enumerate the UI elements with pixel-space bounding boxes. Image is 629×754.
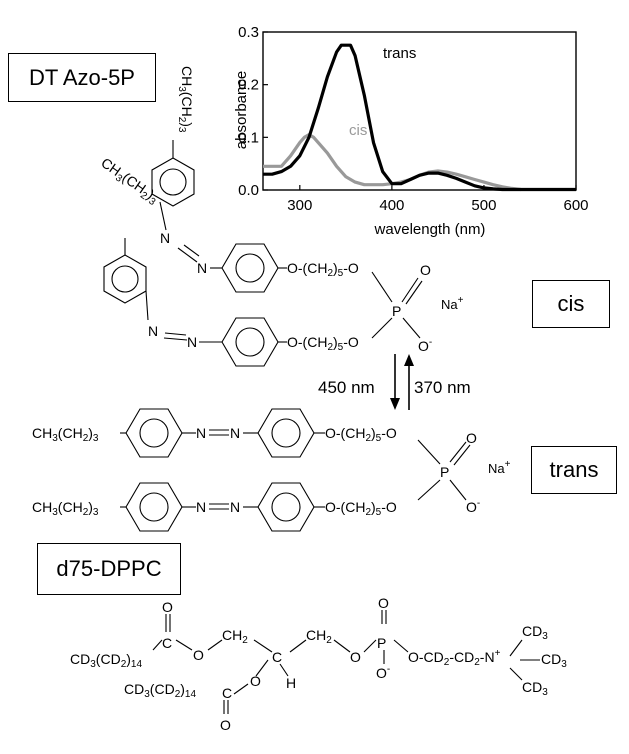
- oxo-cis: O: [420, 262, 431, 278]
- carbonyl-o-1: O: [162, 599, 173, 615]
- dppc-headgroup: O-CD2-CD2-N+: [408, 648, 501, 668]
- x-tick-label: 400: [379, 197, 404, 214]
- y-tick-label: 0.3: [238, 24, 259, 41]
- trans-structure-text: CH3(CH2)3 CH3(CH2)3 N N N N O-(CH2)5-O O…: [32, 425, 511, 518]
- lipid-name: d75-DPPC: [56, 556, 162, 581]
- phosphorus-cis: P: [392, 303, 401, 319]
- phosphorus-trans: P: [440, 464, 449, 480]
- azo-n-2: N: [197, 260, 207, 276]
- azo-n-trans-1: N: [196, 425, 206, 441]
- glycerol-ch2-1: CH2: [222, 627, 248, 646]
- trans-structure: [120, 408, 471, 532]
- sodium-cis: Na+: [441, 295, 464, 312]
- cis-structure: [103, 140, 423, 367]
- carbonyl-c-2: C: [222, 685, 232, 701]
- dppc-structure: [152, 610, 540, 714]
- phosphate-o-link: O: [350, 649, 361, 665]
- glycerol-ch2-2: CH2: [306, 627, 332, 646]
- butyl-label-trans-1: CH3(CH2)3: [32, 425, 99, 444]
- y-tick-label: 0.2: [238, 77, 259, 94]
- wavelength-label-450: 450 nm: [318, 378, 375, 397]
- azo-n-1: N: [160, 230, 170, 246]
- trans-state-box: trans: [531, 446, 617, 494]
- series-label-cis: cis: [349, 122, 367, 139]
- dppc-structure-text: CD3(CD2)14 C O O CH2 C H CH2 O P O O- O-…: [70, 595, 567, 733]
- lipid-name-box: d75-DPPC: [37, 543, 181, 595]
- benzene-ring-trans-2: [257, 408, 315, 458]
- sodium-trans: Na+: [488, 459, 511, 476]
- o-minus-cis: O-: [418, 337, 432, 354]
- absorbance-chart: 300 400 500 600 0.0 0.1 0.2 0.3 wavelength (nm)…: [233, 24, 589, 238]
- benzene-ring-cis-right-2: [221, 317, 279, 367]
- tick-layer: 300 400 500 600 0.0 0.1 0.2 0.3: [238, 24, 588, 214]
- linker-cis-1: O-(CH2)5-O: [287, 260, 359, 279]
- x-tick-label: 600: [563, 197, 588, 214]
- phosphorus-dppc: P: [377, 635, 386, 651]
- compound-name-box: DT Azo-5P: [8, 53, 156, 102]
- cis-structure-text: CH3(CH2)3 CH3(CH2)3 N N N N O-(CH2)5-O O…: [97, 66, 464, 354]
- methyl-cd3-2: CD3: [541, 651, 567, 670]
- cis-state-box: cis: [532, 280, 610, 328]
- dppc-chain-1: CD3(CD2)14: [70, 651, 142, 670]
- phosphate-o-minus: O-: [376, 664, 390, 681]
- methyl-cd3-1: CD3: [522, 623, 548, 642]
- carbonyl-o-2: O: [220, 717, 231, 733]
- carbonyl-c-1: C: [162, 635, 172, 651]
- oxo-trans: O: [466, 430, 477, 446]
- ester-o-1: O: [193, 647, 204, 663]
- phosphate-oxo: O: [378, 595, 389, 611]
- azo-n-trans-2: N: [230, 425, 240, 441]
- azo-n-4: N: [187, 334, 197, 350]
- photoswitch-arrows: [390, 354, 414, 410]
- x-tick-label: 300: [287, 197, 312, 214]
- y-tick-label: 0.0: [238, 182, 259, 199]
- cis-state-label: cis: [557, 291, 585, 316]
- ester-o-2: O: [250, 673, 261, 689]
- azo-n-trans-4: N: [230, 499, 240, 515]
- wavelength-label-370: 370 nm: [414, 378, 471, 397]
- series-line-cis: [263, 133, 521, 192]
- linker-trans-2: O-(CH2)5-O: [325, 499, 397, 518]
- glycerol-h: H: [286, 675, 296, 691]
- benzene-ring-trans-4: [257, 482, 315, 532]
- series-label-trans: trans: [383, 45, 416, 62]
- compound-name: DT Azo-5P: [29, 64, 135, 90]
- benzene-ring-cis-right-1: [221, 243, 279, 293]
- benzene-ring-trans-1: [125, 408, 183, 458]
- glycerol-c: C: [272, 649, 282, 665]
- azo-n-trans-3: N: [196, 499, 206, 515]
- linker-trans-1: O-(CH2)5-O: [325, 425, 397, 444]
- y-tick-label: 0.1: [238, 129, 259, 146]
- y-axis-label: absorbance: [233, 71, 250, 149]
- x-axis-label: wavelength (nm): [374, 221, 486, 238]
- benzene-ring-trans-3: [125, 482, 183, 532]
- methyl-cd3-3: CD3: [522, 679, 548, 698]
- series-line-trans: [263, 43, 576, 192]
- dppc-chain-2: CD3(CD2)14: [124, 681, 196, 700]
- butyl-label-trans-2: CH3(CH2)3: [32, 499, 99, 518]
- azo-n-3: N: [148, 323, 158, 339]
- benzene-ring-cis-left: [103, 254, 147, 304]
- butyl-label-cis-upper: CH3(CH2)3: [176, 66, 195, 133]
- o-minus-trans: O-: [466, 498, 480, 515]
- trans-state-label: trans: [549, 457, 599, 482]
- x-tick-label: 500: [471, 197, 496, 214]
- benzene-ring-cis-upper: [151, 157, 195, 207]
- linker-cis-2: O-(CH2)5-O: [287, 334, 359, 353]
- series-layer: [263, 43, 576, 192]
- plot-frame: [262, 31, 577, 191]
